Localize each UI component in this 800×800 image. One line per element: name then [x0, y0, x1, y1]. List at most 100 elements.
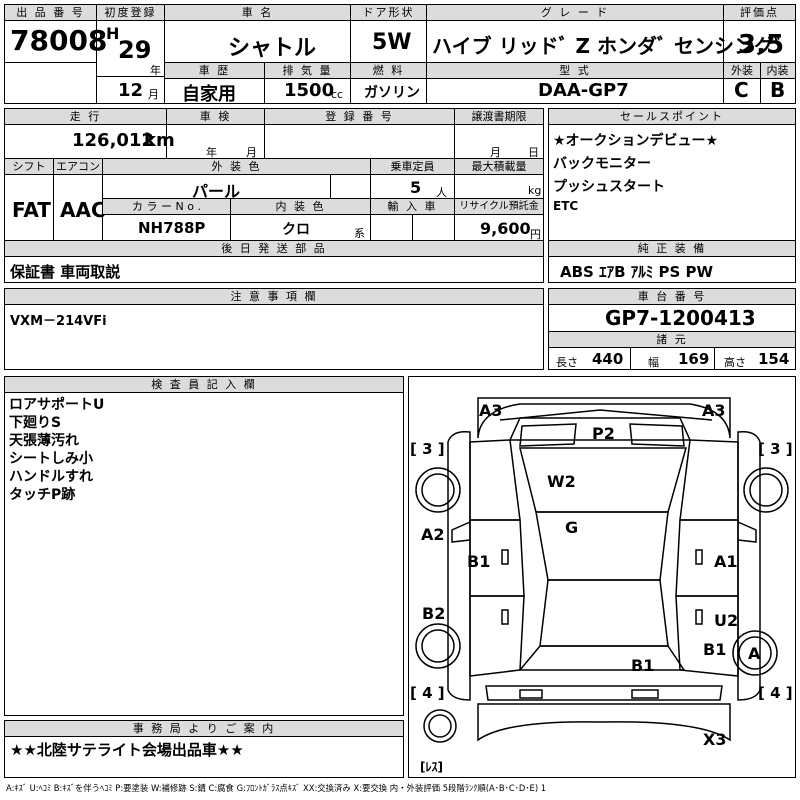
- inspection-month-unit: 月: [246, 146, 257, 159]
- capacity-label: 乗車定員: [371, 159, 454, 175]
- damage-a3-right: A3: [702, 401, 726, 420]
- damage-u2: U2: [714, 611, 739, 630]
- int-grade: B: [770, 78, 786, 102]
- inspector-line: ハンドルすれ: [9, 469, 93, 485]
- damage-b2: B2: [422, 604, 446, 623]
- later-parts: 保証書 車両取説: [10, 263, 121, 281]
- fuel: ガソリン: [364, 85, 420, 101]
- tire-rear-right: [ 4 ]: [758, 684, 793, 702]
- car-name-label: 車 名: [165, 5, 350, 21]
- sales-item: バックモニター: [553, 156, 651, 172]
- inspector-line: 天張薄汚れ: [9, 433, 79, 449]
- spare-tire: [ﾚｽ]: [420, 760, 443, 774]
- height-label: 高さ: [724, 356, 746, 369]
- capacity-unit: 人: [436, 186, 447, 199]
- inspector-box: [4, 376, 404, 716]
- grade-label: グ レ ー ド: [427, 5, 723, 21]
- int-label: 内装: [760, 63, 795, 79]
- tire-front-left: [ 3 ]: [410, 440, 445, 458]
- displacement: 1500: [284, 80, 335, 101]
- capacity: 5: [410, 178, 422, 197]
- era: H: [106, 24, 120, 43]
- damage-a1: A1: [714, 552, 738, 571]
- inspector-line: シートしみ小: [9, 451, 93, 467]
- damage-a2: A2: [421, 525, 445, 544]
- interior-color: クロ: [282, 222, 310, 238]
- recycle-label: リサイクル預託金: [455, 199, 543, 215]
- length: 440: [592, 350, 624, 368]
- lot-number: 78008: [10, 24, 108, 57]
- chassis-number: GP7-1200413: [605, 306, 756, 330]
- color-label: 外 装 色: [103, 159, 370, 175]
- damage-x3: X3: [703, 730, 727, 749]
- sales-item: ★オークションデビュー★: [553, 133, 719, 149]
- spec-label: 諸 元: [549, 332, 795, 348]
- length-label: 長さ: [556, 356, 578, 369]
- displacement-unit: cc: [331, 88, 344, 101]
- reg-year: 29: [118, 36, 152, 64]
- width-label: 幅: [648, 356, 659, 369]
- model-label: 型 式: [427, 63, 723, 79]
- legend: A:ｷｽﾞ U:ﾍｺﾐ B:ｷｽﾞを伴うﾍｺﾐ P:要塗装 W:補修跡 S:錆 …: [6, 783, 547, 793]
- inspector-label: 検 査 員 記 入 欄: [5, 377, 403, 393]
- int-color-label: 内 装 色: [231, 199, 370, 215]
- color-no-label: カ ラ ー N o .: [103, 199, 230, 215]
- inspection-label: 車 検: [167, 109, 264, 125]
- ext-grade: C: [734, 78, 749, 102]
- later-parts-label: 後 日 発 送 部 品: [5, 241, 543, 257]
- color-number: NH788P: [138, 219, 206, 237]
- ac: AAC: [60, 198, 106, 222]
- car-outline: [415, 397, 789, 743]
- damage-a-wheel: A: [748, 644, 761, 663]
- car-name: シャトル: [228, 36, 317, 61]
- inspector-line: ロアサポートU: [9, 397, 105, 413]
- sales-label: セールスポイント: [549, 109, 795, 125]
- transfer-month-unit: 月: [490, 146, 501, 159]
- damage-a3-left: A3: [479, 401, 503, 420]
- tire-front-right: [ 3 ]: [758, 440, 793, 458]
- damage-p2: P2: [592, 424, 615, 443]
- first-reg-label: 初度登録: [97, 5, 164, 21]
- sales-item: プッシュスタート: [553, 179, 665, 195]
- recycle-unit: 円: [530, 228, 541, 241]
- mileage-label: 走 行: [5, 109, 166, 125]
- mileage: 126,012: [72, 130, 154, 151]
- shift-label: シフト: [5, 159, 53, 175]
- load-unit: kg: [528, 184, 542, 197]
- damage-b1-left: B1: [467, 552, 491, 571]
- grade: ハイブ リッドﾞ Z ホンダﾞ センシングﾞ: [432, 34, 784, 58]
- plate-label: 登 録 番 号: [265, 109, 454, 125]
- year-unit: 年: [150, 64, 161, 77]
- mileage-unit: km: [144, 130, 175, 151]
- reg-month: 12: [118, 80, 144, 101]
- transfer-day-unit: 日: [528, 146, 539, 159]
- exterior-color: パール: [192, 182, 241, 201]
- month-unit: 月: [148, 88, 159, 101]
- office-notice: ★★北陸サテライト会場出品車★★: [10, 741, 244, 759]
- score-label: 評価点: [724, 5, 795, 21]
- door-type: 5W: [372, 30, 412, 55]
- transfer-label: 譲渡書期限: [455, 109, 543, 125]
- score: 3.5: [738, 30, 785, 60]
- inspector-line: 下廻りS: [9, 415, 62, 431]
- chassis-label: 車 台 番 号: [549, 289, 795, 305]
- int-color-unit: 系: [354, 227, 365, 240]
- sales-item: ETC: [553, 199, 579, 213]
- damage-diagram: [408, 376, 796, 778]
- recycle-fee: 9,600: [480, 219, 531, 238]
- door-label: ドア形状: [351, 5, 426, 21]
- office-label: 事 務 局 よ り ご 案 内: [5, 721, 403, 737]
- damage-b1-right: B1: [703, 640, 727, 659]
- shift: FAT: [12, 198, 51, 222]
- history-label: 車 歴: [165, 63, 264, 79]
- ext-label: 外装: [724, 63, 760, 79]
- inspector-line: タッチP跡: [9, 487, 76, 503]
- tire-rear-left: [ 4 ]: [410, 684, 445, 702]
- history: 自家用: [182, 84, 236, 105]
- ac-label: エアコン: [54, 159, 102, 175]
- import-label: 輸 入 車: [371, 199, 454, 215]
- displacement-label: 排 気 量: [265, 63, 350, 79]
- inspection-year-unit: 年: [206, 146, 217, 159]
- damage-b1-rear: B1: [631, 656, 655, 675]
- notes: VXM－214VFi: [10, 314, 107, 329]
